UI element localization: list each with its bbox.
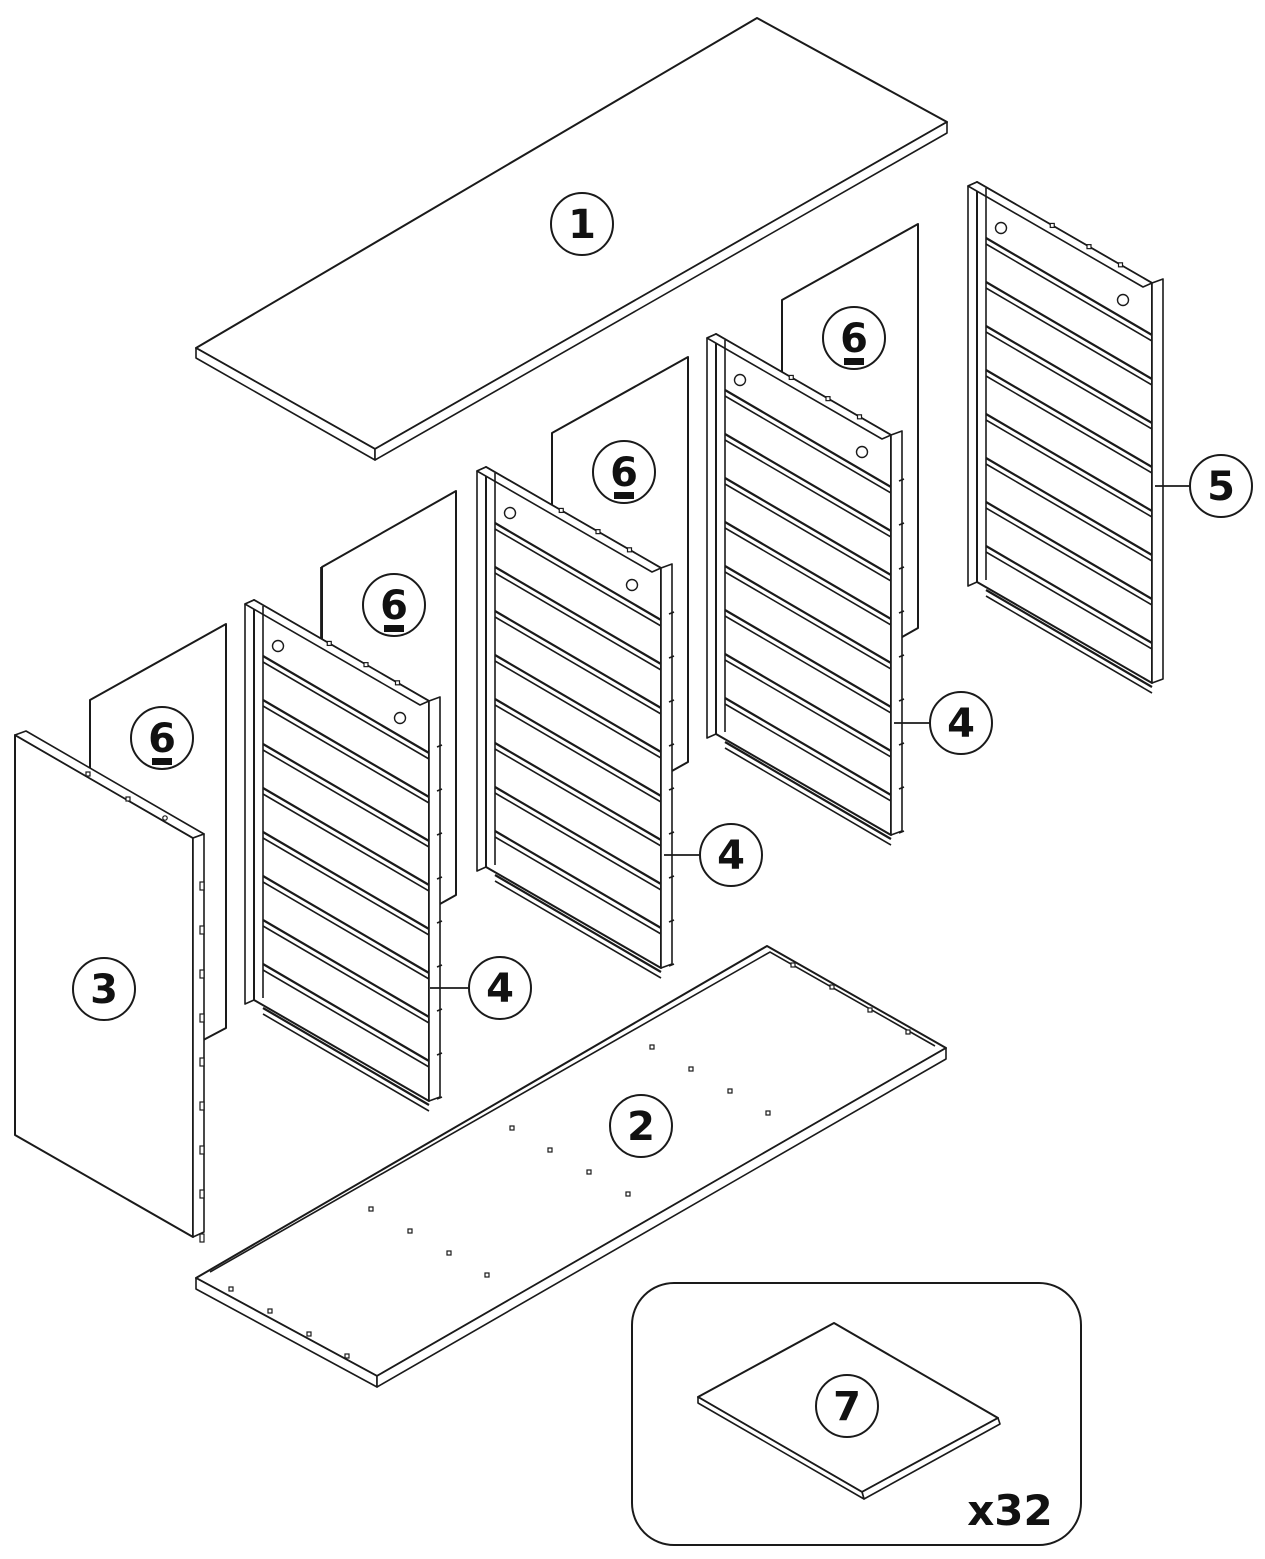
div-c-pin (825, 396, 831, 402)
edge-dowel (199, 1233, 205, 1243)
bottom-hole (688, 1066, 694, 1072)
div-d-pin (1117, 262, 1124, 268)
callout-part-4a: 4 (468, 956, 532, 1020)
callout-part-6d: 6 (822, 306, 886, 370)
bottom-hole (727, 1088, 733, 1094)
callout-part-6b: 6 (362, 573, 426, 637)
div-a-pin (363, 662, 369, 668)
part-number-4c: 4 (947, 701, 975, 747)
bottom-hole (649, 1044, 655, 1050)
div-a-pin (326, 640, 332, 647)
div-d-pin (1086, 244, 1092, 250)
slatted-divider-4b (476, 466, 675, 979)
slatted-divider-4a (244, 599, 443, 1112)
div-c-pin (788, 374, 794, 381)
callout-part-4b: 4 (699, 823, 763, 887)
bottom-hole (509, 1125, 515, 1131)
div-b-pin (626, 547, 633, 553)
bottom-hole (905, 1029, 911, 1035)
callout-part-6c: 6 (592, 440, 656, 504)
bottom-hole (306, 1331, 312, 1337)
edge-dowel (199, 1145, 205, 1155)
callout-part-3: 3 (72, 957, 136, 1021)
part-number-6c: 6 (610, 450, 638, 496)
edge-dowel (199, 1013, 205, 1023)
bottom-hole (484, 1272, 490, 1278)
div-d-pin (1049, 222, 1055, 229)
callout-part-5: 5 (1189, 454, 1253, 518)
bottom-hole (446, 1250, 452, 1256)
div-c-pin (856, 414, 863, 420)
top-pin (162, 815, 168, 821)
bottom-hole (625, 1191, 631, 1197)
bottom-hole (267, 1308, 273, 1314)
bottom-hole (368, 1206, 374, 1212)
bottom-hole (547, 1147, 553, 1153)
edge-dowel (199, 1057, 205, 1067)
div-b-pin (595, 529, 601, 535)
slatted-divider-4c (706, 333, 905, 846)
bottom-hole (586, 1169, 592, 1175)
div-a-pin (394, 680, 401, 686)
edge-dowel (199, 1101, 205, 1111)
callout-part-2: 2 (609, 1094, 673, 1158)
bottom-hole (344, 1353, 350, 1359)
edge-dowel (199, 1189, 205, 1199)
bottom-panel (195, 945, 947, 1388)
part-number-1: 1 (568, 202, 596, 248)
callout-part-1: 1 (550, 192, 614, 256)
part-number-4a: 4 (486, 966, 514, 1012)
part-number-6d: 6 (840, 316, 868, 362)
edge-dowel (199, 925, 205, 935)
callout-part-4c: 4 (929, 691, 993, 755)
callout-part-6a: 6 (130, 706, 194, 770)
bottom-hole (867, 1007, 873, 1013)
top-pin (125, 796, 131, 802)
top-pin (85, 771, 91, 777)
edge-dowel (199, 881, 205, 891)
bottom-hole (228, 1286, 234, 1292)
bottom-hole (765, 1110, 771, 1116)
bottom-hole (407, 1228, 413, 1234)
quantity-label: x32 (967, 1486, 1053, 1535)
div-b-pin (558, 507, 564, 514)
part-number-6b: 6 (380, 583, 408, 629)
callout-part-7: 7 (815, 1374, 879, 1438)
right-side-panel (967, 181, 1164, 694)
part-number-7: 7 (833, 1384, 861, 1430)
part-number-4b: 4 (717, 833, 745, 879)
bottom-hole (829, 984, 835, 990)
bottom-hole (790, 962, 796, 968)
part-number-5: 5 (1207, 464, 1235, 510)
edge-dowel (199, 969, 205, 979)
part-number-6a: 6 (148, 716, 176, 762)
part-number-3: 3 (90, 967, 118, 1013)
part-number-2: 2 (627, 1104, 655, 1150)
